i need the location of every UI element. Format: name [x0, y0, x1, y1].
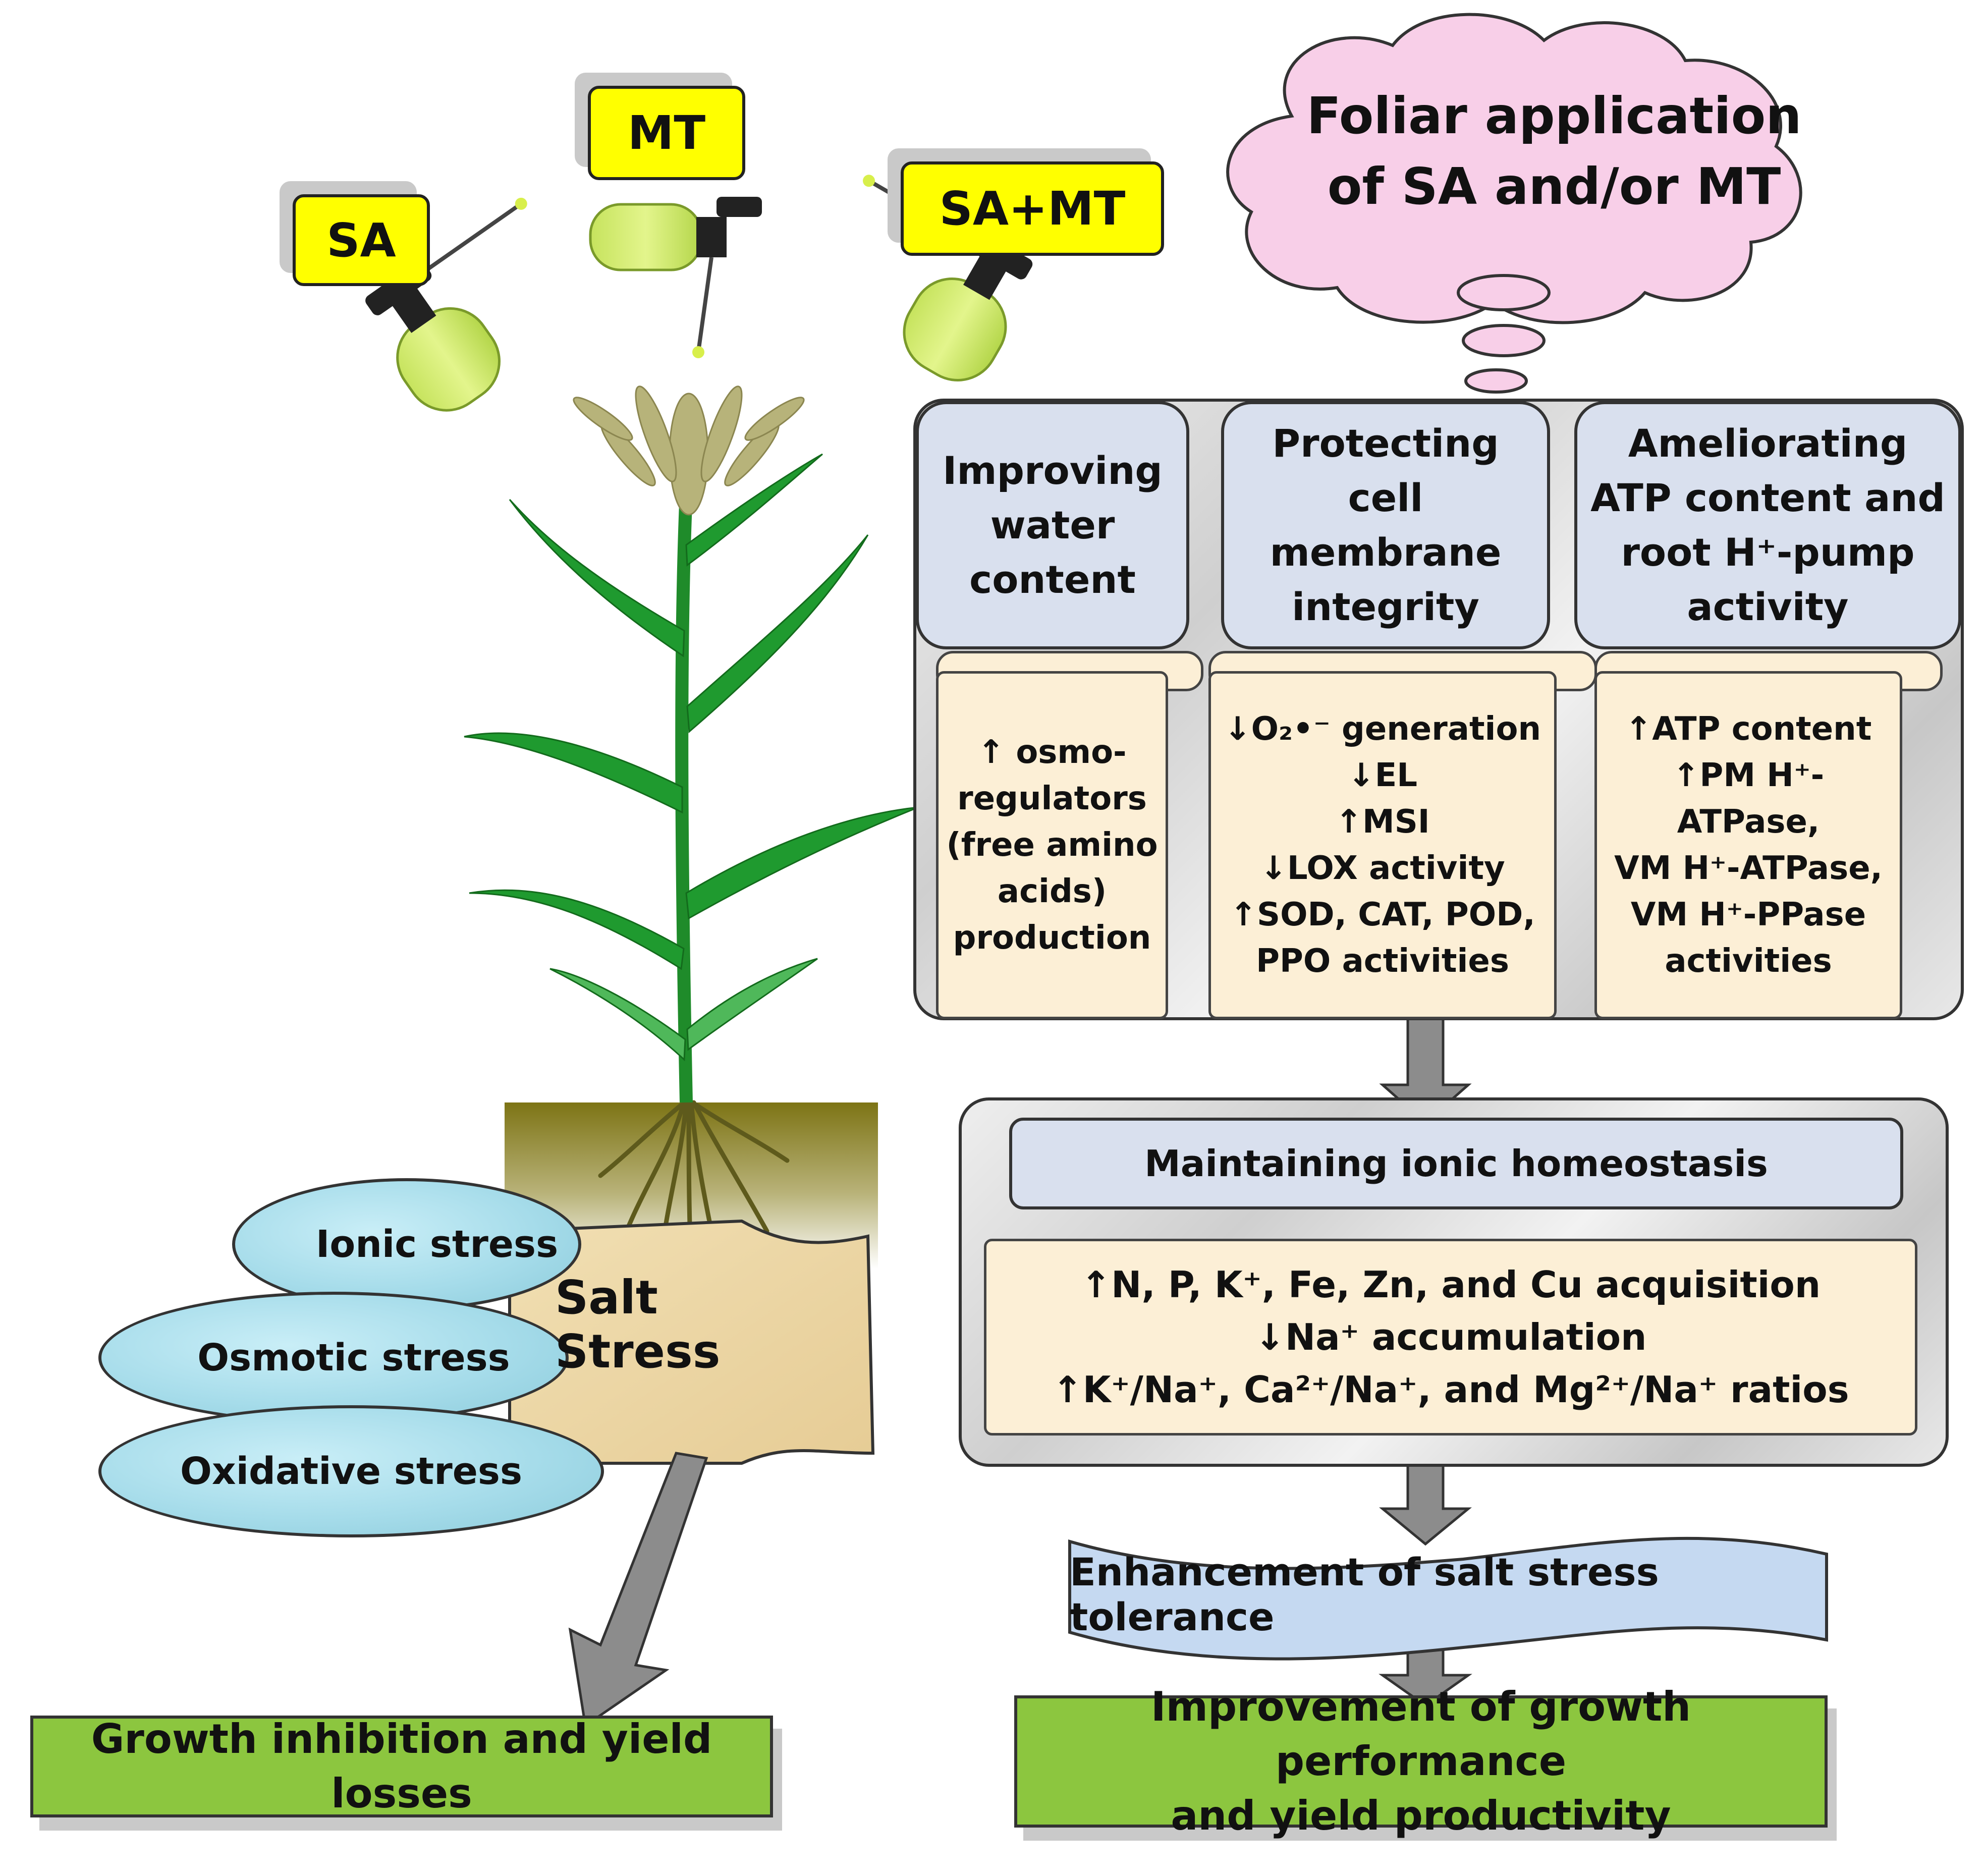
osmotic-stress-ellipse: Osmotic stress — [98, 1292, 569, 1424]
effect-water-details: ↑ osmo- regulators (free amino acids) pr… — [936, 671, 1168, 1019]
growth-inhibition-banner: Growth inhibition and yield losses — [30, 1716, 773, 1817]
sprayer-right — [863, 175, 1033, 381]
label-sa: SA — [293, 194, 430, 286]
ionic-stress-ellipse: Ionic stress — [232, 1178, 581, 1310]
improvement-banner: Improvement of growth performance and yi… — [1014, 1683, 1828, 1839]
plant-leaves — [464, 453, 919, 1062]
effect-atp-details: ↑ATP content ↑PM H⁺- ATPase, VM H⁺-ATPas… — [1594, 671, 1902, 1019]
plant-stem — [675, 444, 695, 1103]
arrow-stress-to-inhibition — [568, 1452, 708, 1728]
sprayer-middle — [589, 197, 762, 358]
oxidative-stress-label: Oxidative stress — [180, 1450, 523, 1493]
label-mt: MT — [588, 86, 745, 180]
effect-membrane-title: Protecting cell membrane integrity — [1221, 401, 1550, 649]
effect-water-title: Improving water content — [916, 401, 1189, 649]
effect-atp-title: Ameliorating ATP content and root H⁺-pum… — [1574, 401, 1961, 649]
osmotic-stress-label: Osmotic stress — [197, 1336, 510, 1380]
ionic-stress-label: Ionic stress — [315, 1223, 559, 1266]
salt-stress-label: Salt Stress — [555, 1271, 721, 1378]
panicle — [573, 385, 805, 516]
thought-cloud — [1226, 13, 1802, 394]
cloud-text: Foliar application of SA and/or MT — [1306, 86, 1802, 216]
salt-sand — [508, 1219, 875, 1465]
ionic-details: ↑N, P, K⁺, Fe, Zn, and Cu acquisition ↓N… — [984, 1239, 1917, 1436]
ionic-title: Maintaining ionic homeostasis — [1009, 1118, 1903, 1209]
effect-membrane-details: ↓O₂•⁻ generation ↓EL ↑MSI ↓LOX activity … — [1208, 671, 1557, 1019]
tolerance-text: Enhancement of salt stress tolerance — [1070, 1550, 1659, 1639]
oxidative-stress-ellipse: Oxidative stress — [98, 1405, 604, 1537]
tolerance-banner-shape — [1068, 1536, 1828, 1661]
label-sa-mt: SA+MT — [901, 161, 1164, 256]
